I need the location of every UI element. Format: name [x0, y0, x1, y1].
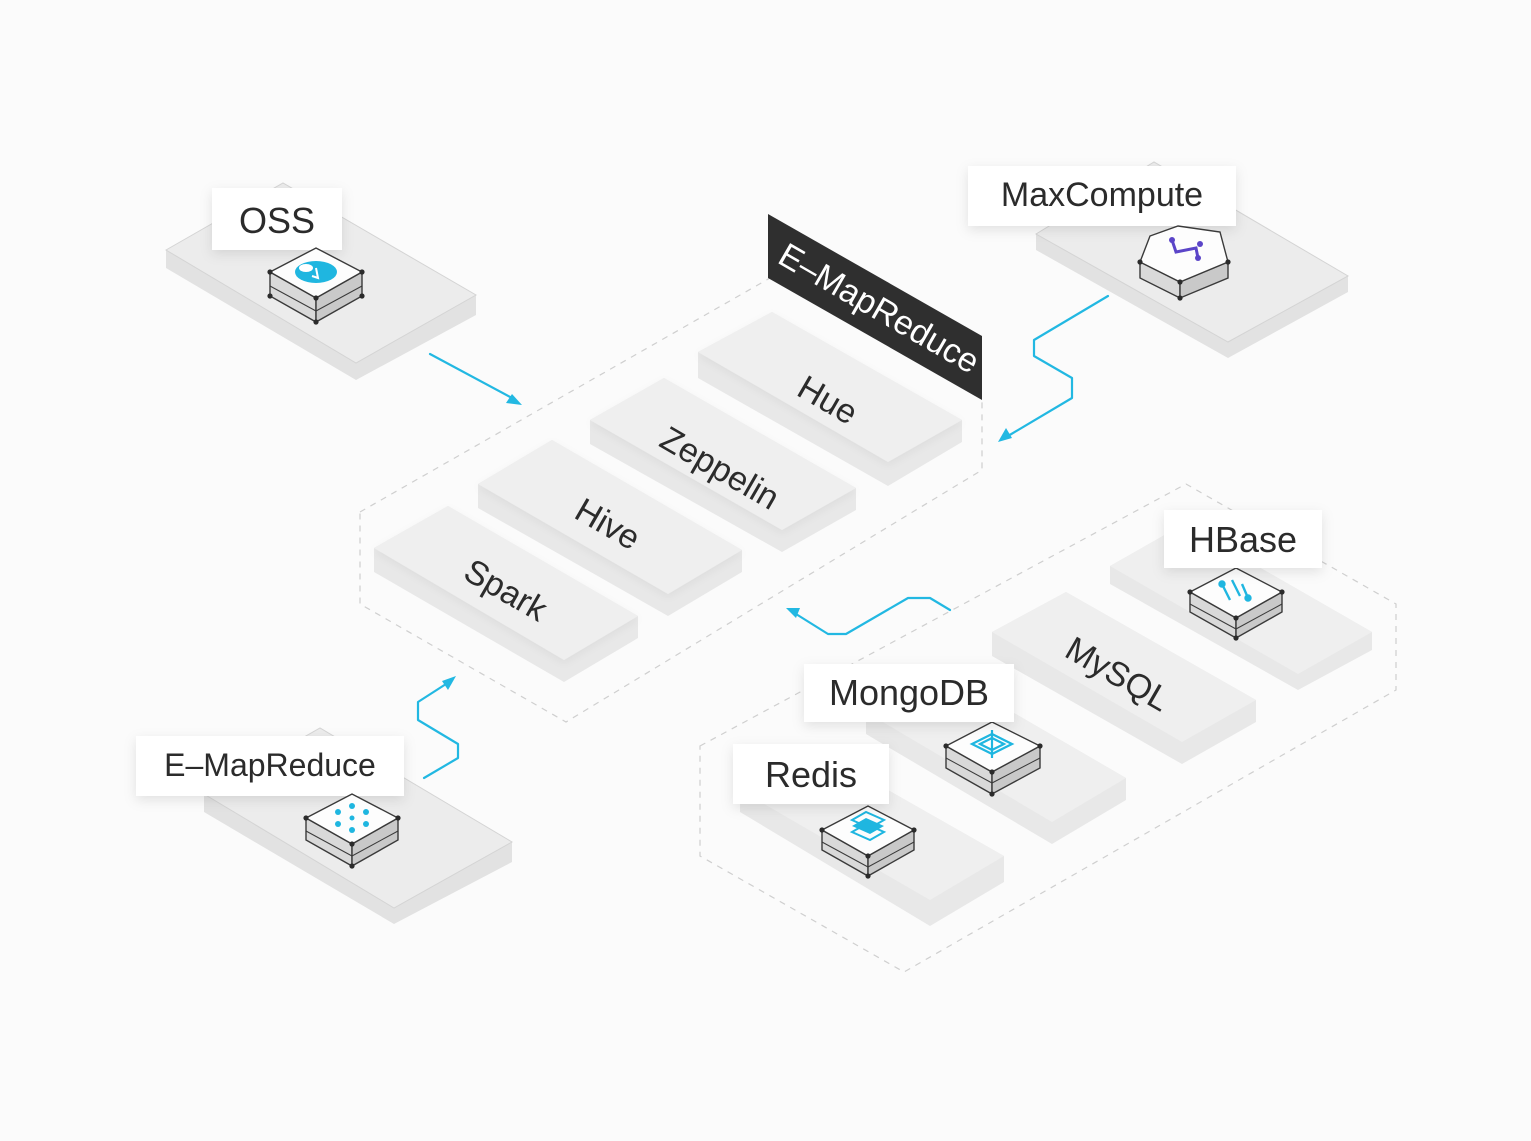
- cluster-component-hue: Hue: [698, 312, 962, 486]
- redis-label-card: [733, 744, 889, 804]
- database-boundary: [699, 483, 1397, 973]
- flow-oss-to-cluster: [428, 352, 522, 405]
- oss-label-card: [212, 188, 342, 250]
- maxcompute-label-card: [968, 166, 1236, 226]
- maxcompute-icon: [1169, 237, 1203, 261]
- cluster-component-hive: Hive: [478, 440, 742, 616]
- flow-databases-to-cluster: [786, 596, 952, 636]
- emr-icon: [335, 803, 369, 833]
- oss-label: OSS: [239, 200, 315, 241]
- hbase-label-card: [1164, 510, 1322, 568]
- emr-source-label-card: [136, 736, 404, 796]
- emr-source: E–MapReduce: [136, 727, 514, 924]
- hbase-label: HBase: [1189, 519, 1297, 560]
- emr-cube: [303, 793, 401, 869]
- maxcompute-cube: [1137, 225, 1231, 301]
- flow-emr-to-cluster: [416, 676, 460, 780]
- redis-cube: [819, 805, 917, 879]
- hbase-icon: [1218, 579, 1252, 602]
- maxcompute-label: MaxCompute: [1001, 176, 1203, 214]
- oss-cube: [267, 247, 365, 325]
- database-group: MySQL HBase: [699, 483, 1397, 973]
- maxcompute-source: MaxCompute: [968, 161, 1350, 358]
- oss-source: OSS: [165, 182, 478, 380]
- redis-icon: [849, 810, 887, 842]
- mongodb-cube: [943, 721, 1043, 797]
- oss-icon: [295, 261, 337, 283]
- emr-cluster: Hue Zeppelin Hive Spark E–MapReduce: [359, 214, 986, 723]
- redis-label: Redis: [765, 754, 857, 795]
- flow-maxcompute-to-cluster: [998, 294, 1110, 442]
- mongodb-icon: [969, 730, 1015, 758]
- mongodb-label-card: [804, 664, 1014, 722]
- hbase-cube: [1187, 567, 1285, 641]
- cluster-component-spark: Spark: [374, 506, 638, 682]
- database-mysql: MySQL: [992, 592, 1256, 764]
- mongodb-label: MongoDB: [829, 672, 989, 713]
- emr-source-label: E–MapReduce: [164, 747, 376, 783]
- cluster-component-zeppelin: Zeppelin: [590, 378, 856, 552]
